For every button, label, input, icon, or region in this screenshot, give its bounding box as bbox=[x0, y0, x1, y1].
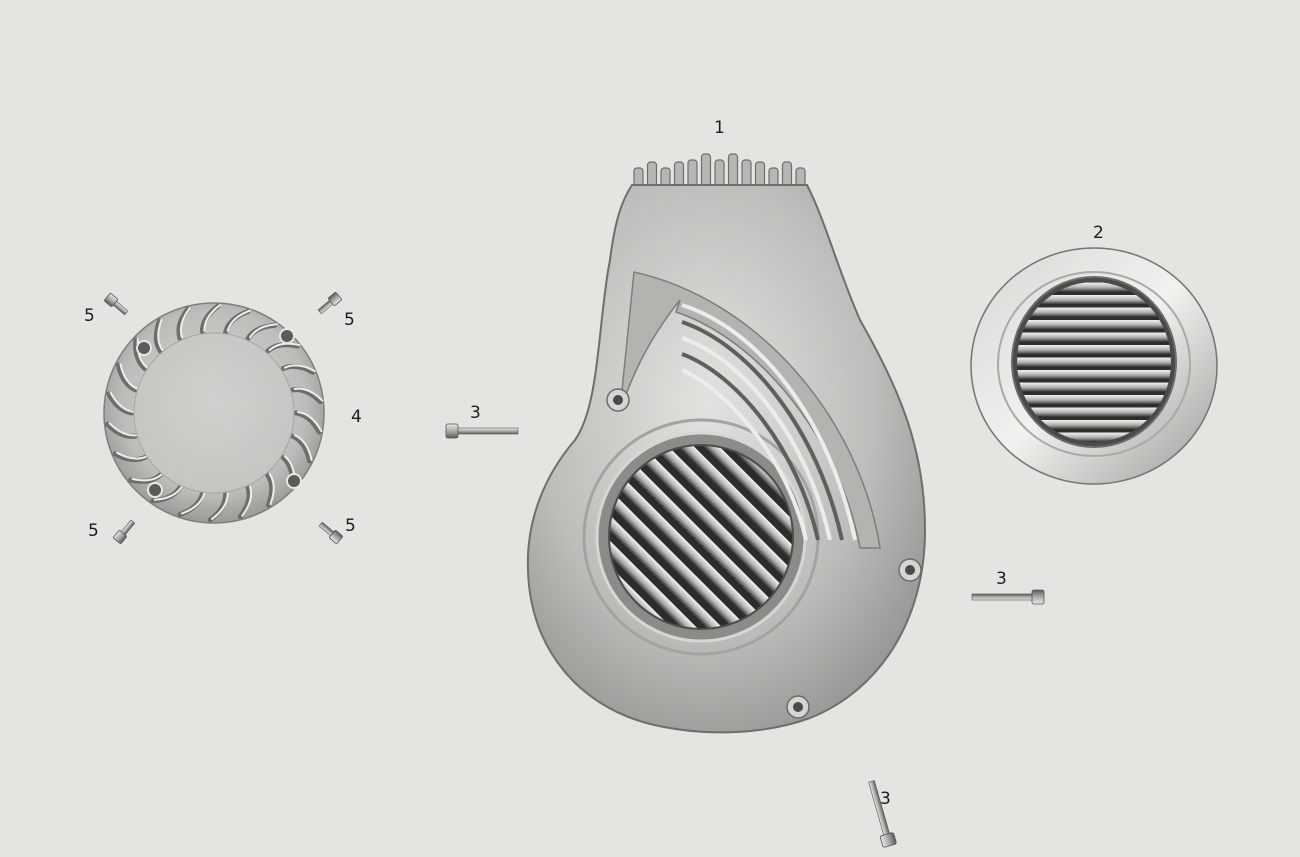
bolt-bottom-right bbox=[317, 520, 343, 544]
screw-right bbox=[972, 590, 1044, 604]
callout-bolt-bottom-right: 5 bbox=[345, 516, 356, 536]
finned-cover bbox=[104, 303, 324, 523]
callout-bolt-top-left: 5 bbox=[84, 306, 95, 326]
fan-shroud bbox=[508, 154, 925, 736]
bolt-bottom-left bbox=[113, 518, 137, 544]
grille-cover bbox=[971, 248, 1217, 484]
grille-slat bbox=[1010, 383, 1178, 392]
callout-finned-cover: 4 bbox=[351, 407, 362, 427]
callout-screw-front-left: 3 bbox=[470, 403, 481, 423]
grille-slat bbox=[1010, 358, 1178, 367]
screw-front-left bbox=[446, 424, 518, 438]
callout-grille-cover: 2 bbox=[1093, 223, 1104, 243]
callout-bolt-bottom-left: 5 bbox=[88, 521, 99, 541]
bolt-top-left bbox=[104, 293, 130, 317]
grille-slat bbox=[1010, 333, 1178, 342]
callout-fan-shroud: 1 bbox=[714, 118, 725, 138]
callout-screw-bottom: 3 bbox=[880, 789, 891, 809]
grille-slat bbox=[1010, 370, 1178, 379]
grille-slat bbox=[1010, 320, 1178, 329]
bolt-top-right bbox=[316, 292, 342, 316]
grille-slat bbox=[1010, 345, 1178, 354]
callout-screw-right: 3 bbox=[996, 569, 1007, 589]
callout-bolt-top-right: 5 bbox=[344, 310, 355, 330]
grille-slat bbox=[1010, 395, 1178, 404]
